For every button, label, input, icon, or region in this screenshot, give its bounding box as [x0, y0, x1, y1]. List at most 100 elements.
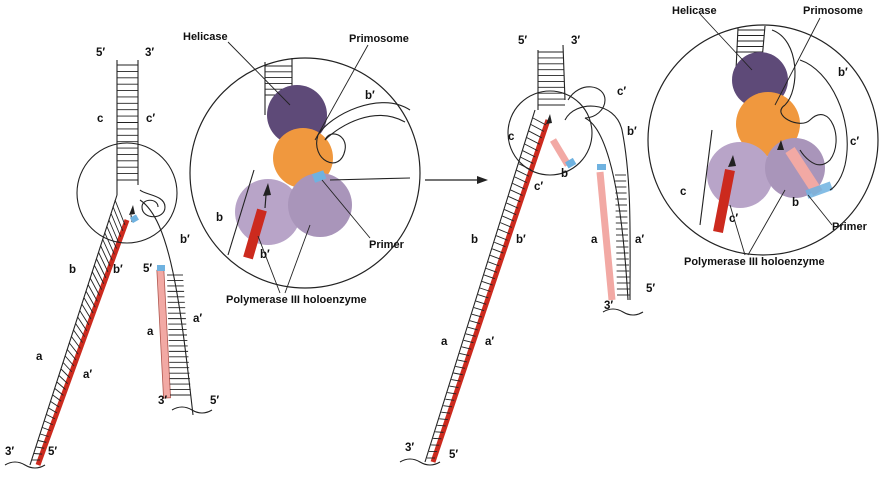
label-r-3prime-bottom: 3′: [405, 442, 414, 454]
label-r-3prime: 3′: [571, 35, 580, 47]
base-pair-rung: [91, 271, 103, 290]
label-r-5prime-lagging: 5′: [646, 283, 655, 295]
base-pair-rung: [481, 281, 493, 286]
left-lagging-rungs: [167, 274, 191, 396]
label-3prime-bottom: 3′: [5, 446, 14, 458]
label-r-b-lagging: b: [561, 168, 568, 180]
base-pair-rung: [38, 440, 47, 443]
label-helicase: Helicase: [183, 31, 228, 43]
base-pair-rung: [467, 326, 478, 331]
left-primer-small: [129, 214, 139, 224]
base-pair-rung: [36, 446, 45, 449]
label-r-a-prime: a′: [485, 336, 494, 348]
base-pair-rung: [485, 267, 498, 273]
base-pair-rung: [71, 336, 81, 349]
right-primosome: [736, 92, 800, 156]
label-5prime-lagging: 5′: [143, 263, 152, 275]
label-rz-c-prime: c′: [850, 136, 859, 148]
label-rz-c-prime-inner: c′: [729, 213, 738, 225]
right-zoom-lagging: [785, 146, 823, 197]
base-pair-rung: [498, 228, 510, 235]
base-pair-rung: [496, 235, 508, 241]
base-pair-rung: [453, 372, 463, 376]
base-pair-rung: [106, 225, 117, 249]
base-pair-rung: [492, 248, 504, 254]
base-pair-rung: [83, 297, 94, 314]
base-pair-rung: [447, 392, 457, 395]
base-pair-rung: [449, 385, 459, 389]
label-rz-b: b: [792, 197, 799, 209]
polymerase-leader-2: [284, 224, 311, 294]
label-r-3prime-lagging: 3′: [604, 300, 613, 312]
base-pair-rung: [75, 323, 85, 337]
base-pair-rung: [435, 431, 444, 433]
right-lagging-template: [567, 86, 629, 301]
base-pair-rung: [108, 219, 120, 243]
base-pair-rung: [483, 274, 495, 280]
base-pair-rung: [439, 418, 448, 421]
label-3prime: 3′: [145, 47, 154, 59]
left-zoom-loop: [316, 133, 346, 164]
base-pair-rung: [48, 407, 58, 414]
base-pair-rung: [524, 143, 538, 152]
base-pair-rung: [73, 329, 83, 343]
base-pair-rung: [95, 258, 107, 279]
base-pair-rung: [479, 287, 491, 292]
base-pair-rung: [461, 346, 472, 350]
base-pair-rung: [445, 398, 455, 401]
left-leading-arrow-icon: [129, 205, 135, 215]
base-pair-rung: [516, 169, 530, 177]
label-a-prime: a′: [83, 369, 92, 381]
base-pair-rung: [79, 310, 90, 326]
label-b-prime-loop: b′: [365, 90, 375, 102]
label-5prime-lagging-bottom: 5′: [210, 395, 219, 407]
base-pair-rung: [522, 150, 536, 158]
left-tail-lagging: [171, 406, 213, 414]
base-pair-rung: [441, 411, 450, 414]
left-zoom-leading-strand: [243, 208, 267, 260]
label-rz-c: c: [680, 186, 687, 198]
label-r-a-lagging: a: [591, 234, 598, 246]
primer-leader: [321, 179, 371, 239]
label-5prime-bottom: 5′: [48, 446, 57, 458]
base-pair-rung: [526, 137, 540, 145]
base-pair-rung: [114, 199, 126, 226]
left-leading-rungs: [32, 199, 126, 461]
left-parental-rungs: [117, 64, 138, 181]
right-lagging-rungs: [615, 174, 630, 296]
label-primer: Primer: [369, 239, 405, 251]
base-pair-rung: [68, 342, 79, 355]
left-loop: [139, 189, 166, 218]
label-r-primer: Primer: [832, 221, 868, 233]
left-replication-fork: 5′ 3′ c c′ b b′ b′ 5′ a a′ a a′ 3′ 5′ 3′…: [4, 47, 219, 469]
base-pair-rung: [100, 245, 111, 267]
base-pair-rung: [471, 313, 483, 318]
label-primosome: Primosome: [349, 33, 409, 45]
base-pair-rung: [102, 238, 113, 261]
base-pair-rung: [459, 352, 470, 356]
right-arrow-icon: [477, 176, 488, 184]
left-lagging-new-strand: [156, 269, 171, 399]
base-pair-rung: [52, 394, 62, 402]
base-pair-rung: [473, 307, 485, 312]
base-pair-rung: [104, 232, 115, 255]
base-pair-rung: [40, 433, 49, 437]
base-pair-rung: [62, 362, 73, 373]
label-b: b: [69, 264, 76, 276]
right-parental-rungs: [538, 51, 565, 106]
transition-arrow: [425, 176, 488, 184]
helicase-leader: [227, 41, 291, 106]
right-zoom-leading-strand: [713, 169, 735, 233]
base-pair-rung: [487, 261, 500, 267]
base-pair-rung: [50, 401, 60, 408]
base-pair-rung: [520, 156, 534, 164]
label-r-c: c: [508, 131, 515, 143]
label-c: c: [97, 113, 104, 125]
base-pair-rung: [85, 290, 96, 308]
base-pair-rung: [475, 300, 487, 305]
base-pair-rung: [510, 189, 523, 196]
label-r-helicase: Helicase: [672, 5, 717, 17]
base-pair-rung: [506, 202, 519, 209]
